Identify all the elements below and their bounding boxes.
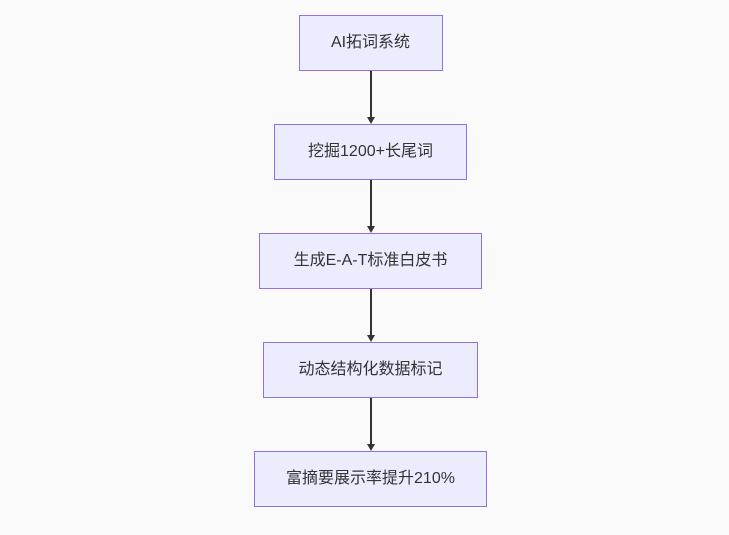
arrow-line [369,289,372,336]
arrowhead-down-icon [366,335,375,342]
flowchart-node-longtail-mining: 挖掘1200+长尾词 [274,124,467,180]
flowchart-node-rich-snippet-result: 富摘要展示率提升210% [254,451,487,507]
edge-arrow-1 [366,71,375,124]
arrowhead-down-icon [366,117,375,124]
arrow-line [369,180,372,227]
flowchart-node-structured-data: 动态结构化数据标记 [263,342,478,398]
edge-arrow-2 [366,180,375,233]
flowchart-column: AI拓词系统 挖掘1200+长尾词 生成E-A-T标准白皮书 动态结构化数据标记 [12,0,729,507]
arrowhead-down-icon [366,444,375,451]
node-label: 生成E-A-T标准白皮书 [293,252,448,269]
flowchart-node-eat-whitepaper: 生成E-A-T标准白皮书 [259,233,482,289]
arrowhead-down-icon [366,226,375,233]
node-label: AI拓词系统 [330,34,411,51]
node-label: 富摘要展示率提升210% [286,470,455,487]
arrow-line [369,71,372,118]
edge-arrow-3 [366,289,375,342]
node-label: 挖掘1200+长尾词 [308,143,433,160]
edge-arrow-4 [366,398,375,451]
flowchart-node-ai-word-expansion: AI拓词系统 [298,15,443,71]
arrow-line [369,398,372,445]
node-label: 动态结构化数据标记 [298,361,443,378]
